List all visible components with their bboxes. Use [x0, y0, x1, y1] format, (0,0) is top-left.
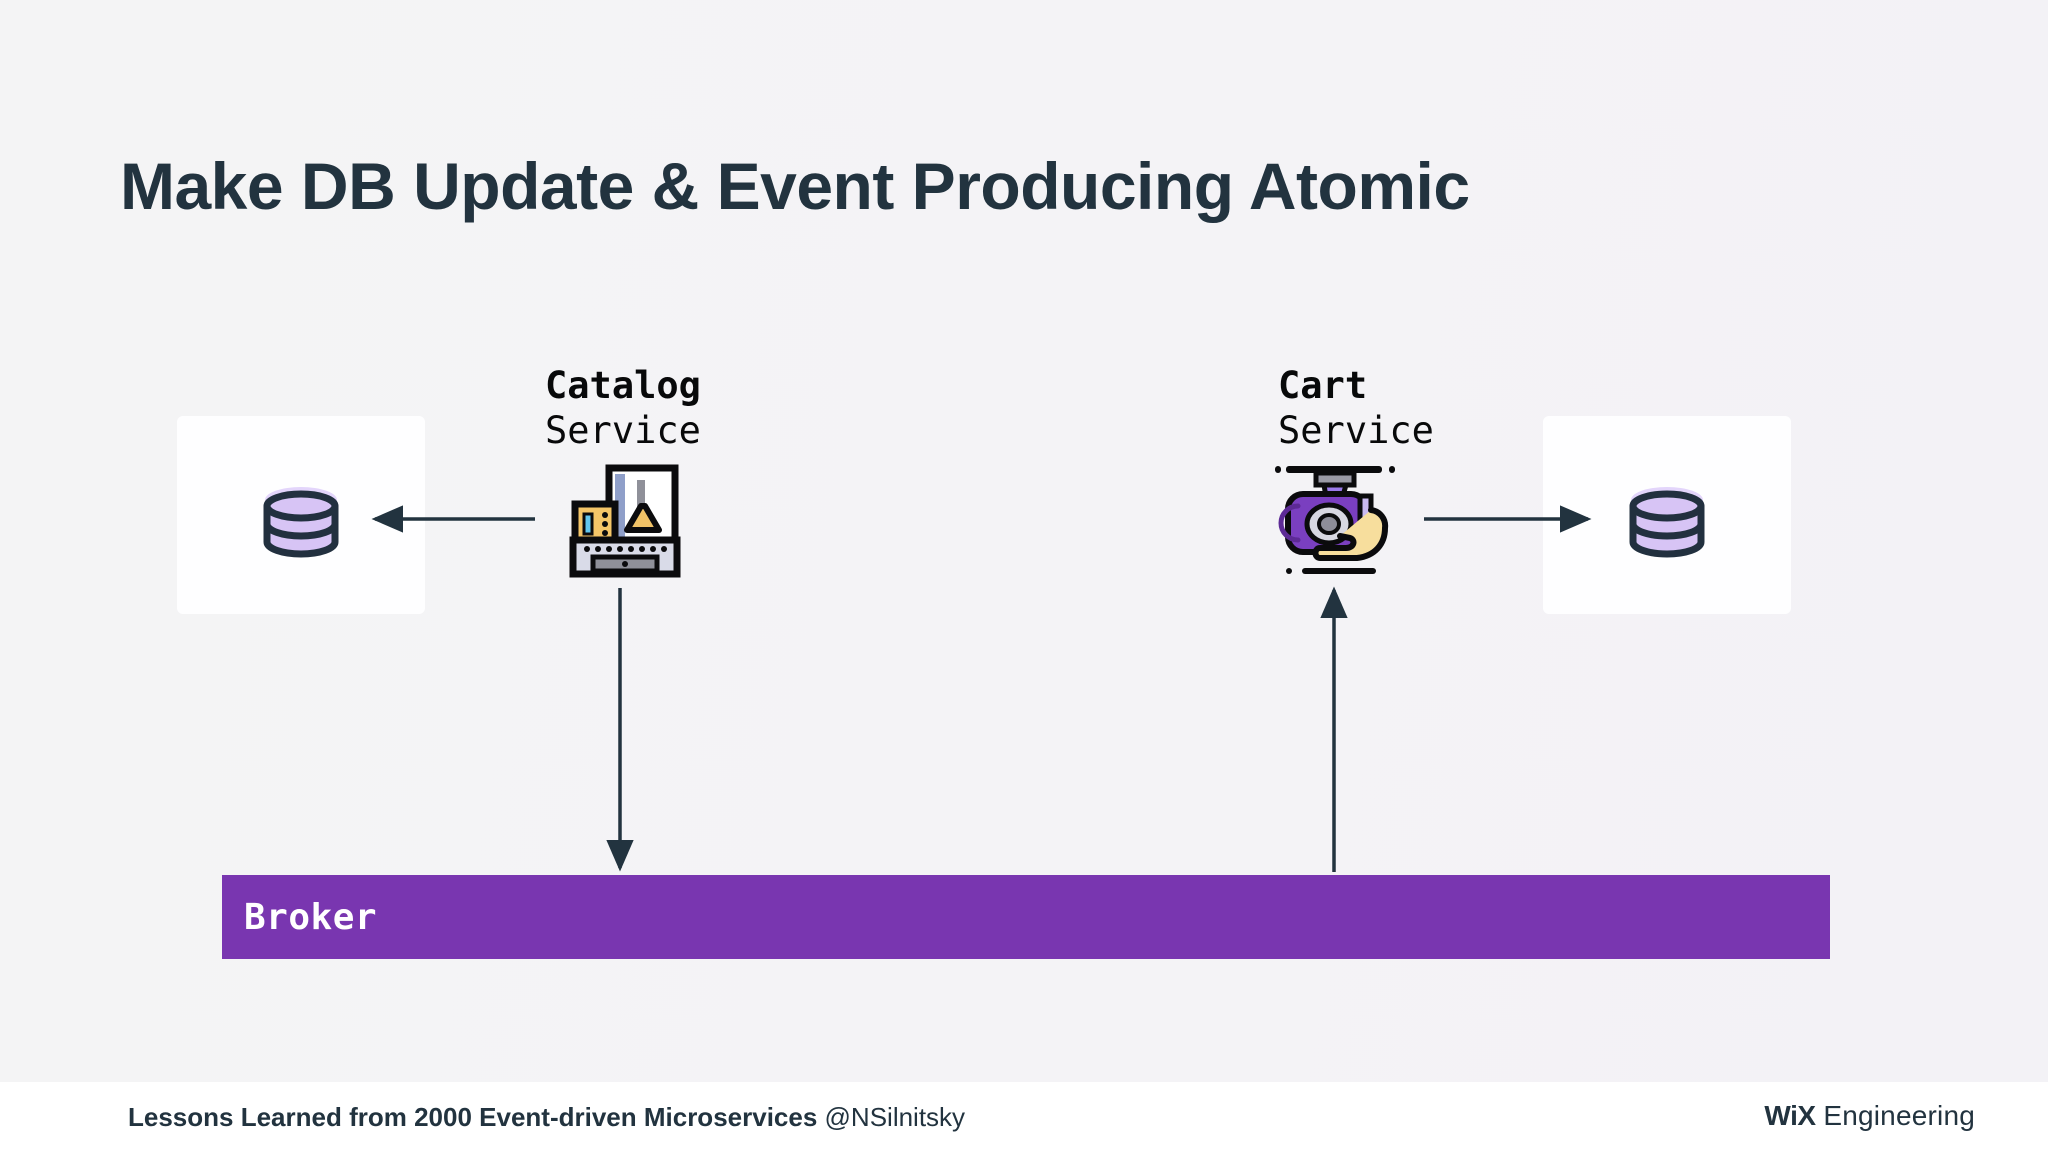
cart-service-label: Cart Service	[1278, 363, 1434, 453]
broker-bar: Broker	[222, 875, 1830, 959]
footer-talk-title: Lessons Learned from 2000 Event-driven M…	[128, 1102, 818, 1132]
cart-db-card	[1543, 416, 1791, 614]
footer-bar	[0, 1082, 2048, 1152]
catalog-service-label: Catalog Service	[545, 363, 701, 453]
catalog-db-card	[177, 416, 425, 614]
catalog-service-subtitle: Service	[545, 409, 701, 453]
database-cylinder-icon	[249, 478, 353, 573]
footer-speaker-handle: @NSilnitsky	[824, 1102, 966, 1132]
purple-machine-hand-icon	[1272, 458, 1398, 587]
wix-logo-word: Engineering	[1823, 1100, 1975, 1131]
cart-service-name: Cart	[1278, 364, 1368, 407]
page-title: Make DB Update & Event Producing Atomic	[120, 149, 1470, 223]
lab-machine-icon	[565, 462, 685, 587]
broker-label: Broker	[244, 896, 378, 938]
catalog-service-name: Catalog	[545, 364, 701, 407]
database-cylinder-icon	[1615, 478, 1719, 573]
footer-talk-info: Lessons Learned from 2000 Event-driven M…	[128, 1102, 965, 1133]
cart-service-subtitle: Service	[1278, 409, 1434, 453]
wix-engineering-logo: WiX Engineering	[1764, 1100, 1975, 1132]
wix-logo-mark: WiX	[1764, 1100, 1816, 1131]
